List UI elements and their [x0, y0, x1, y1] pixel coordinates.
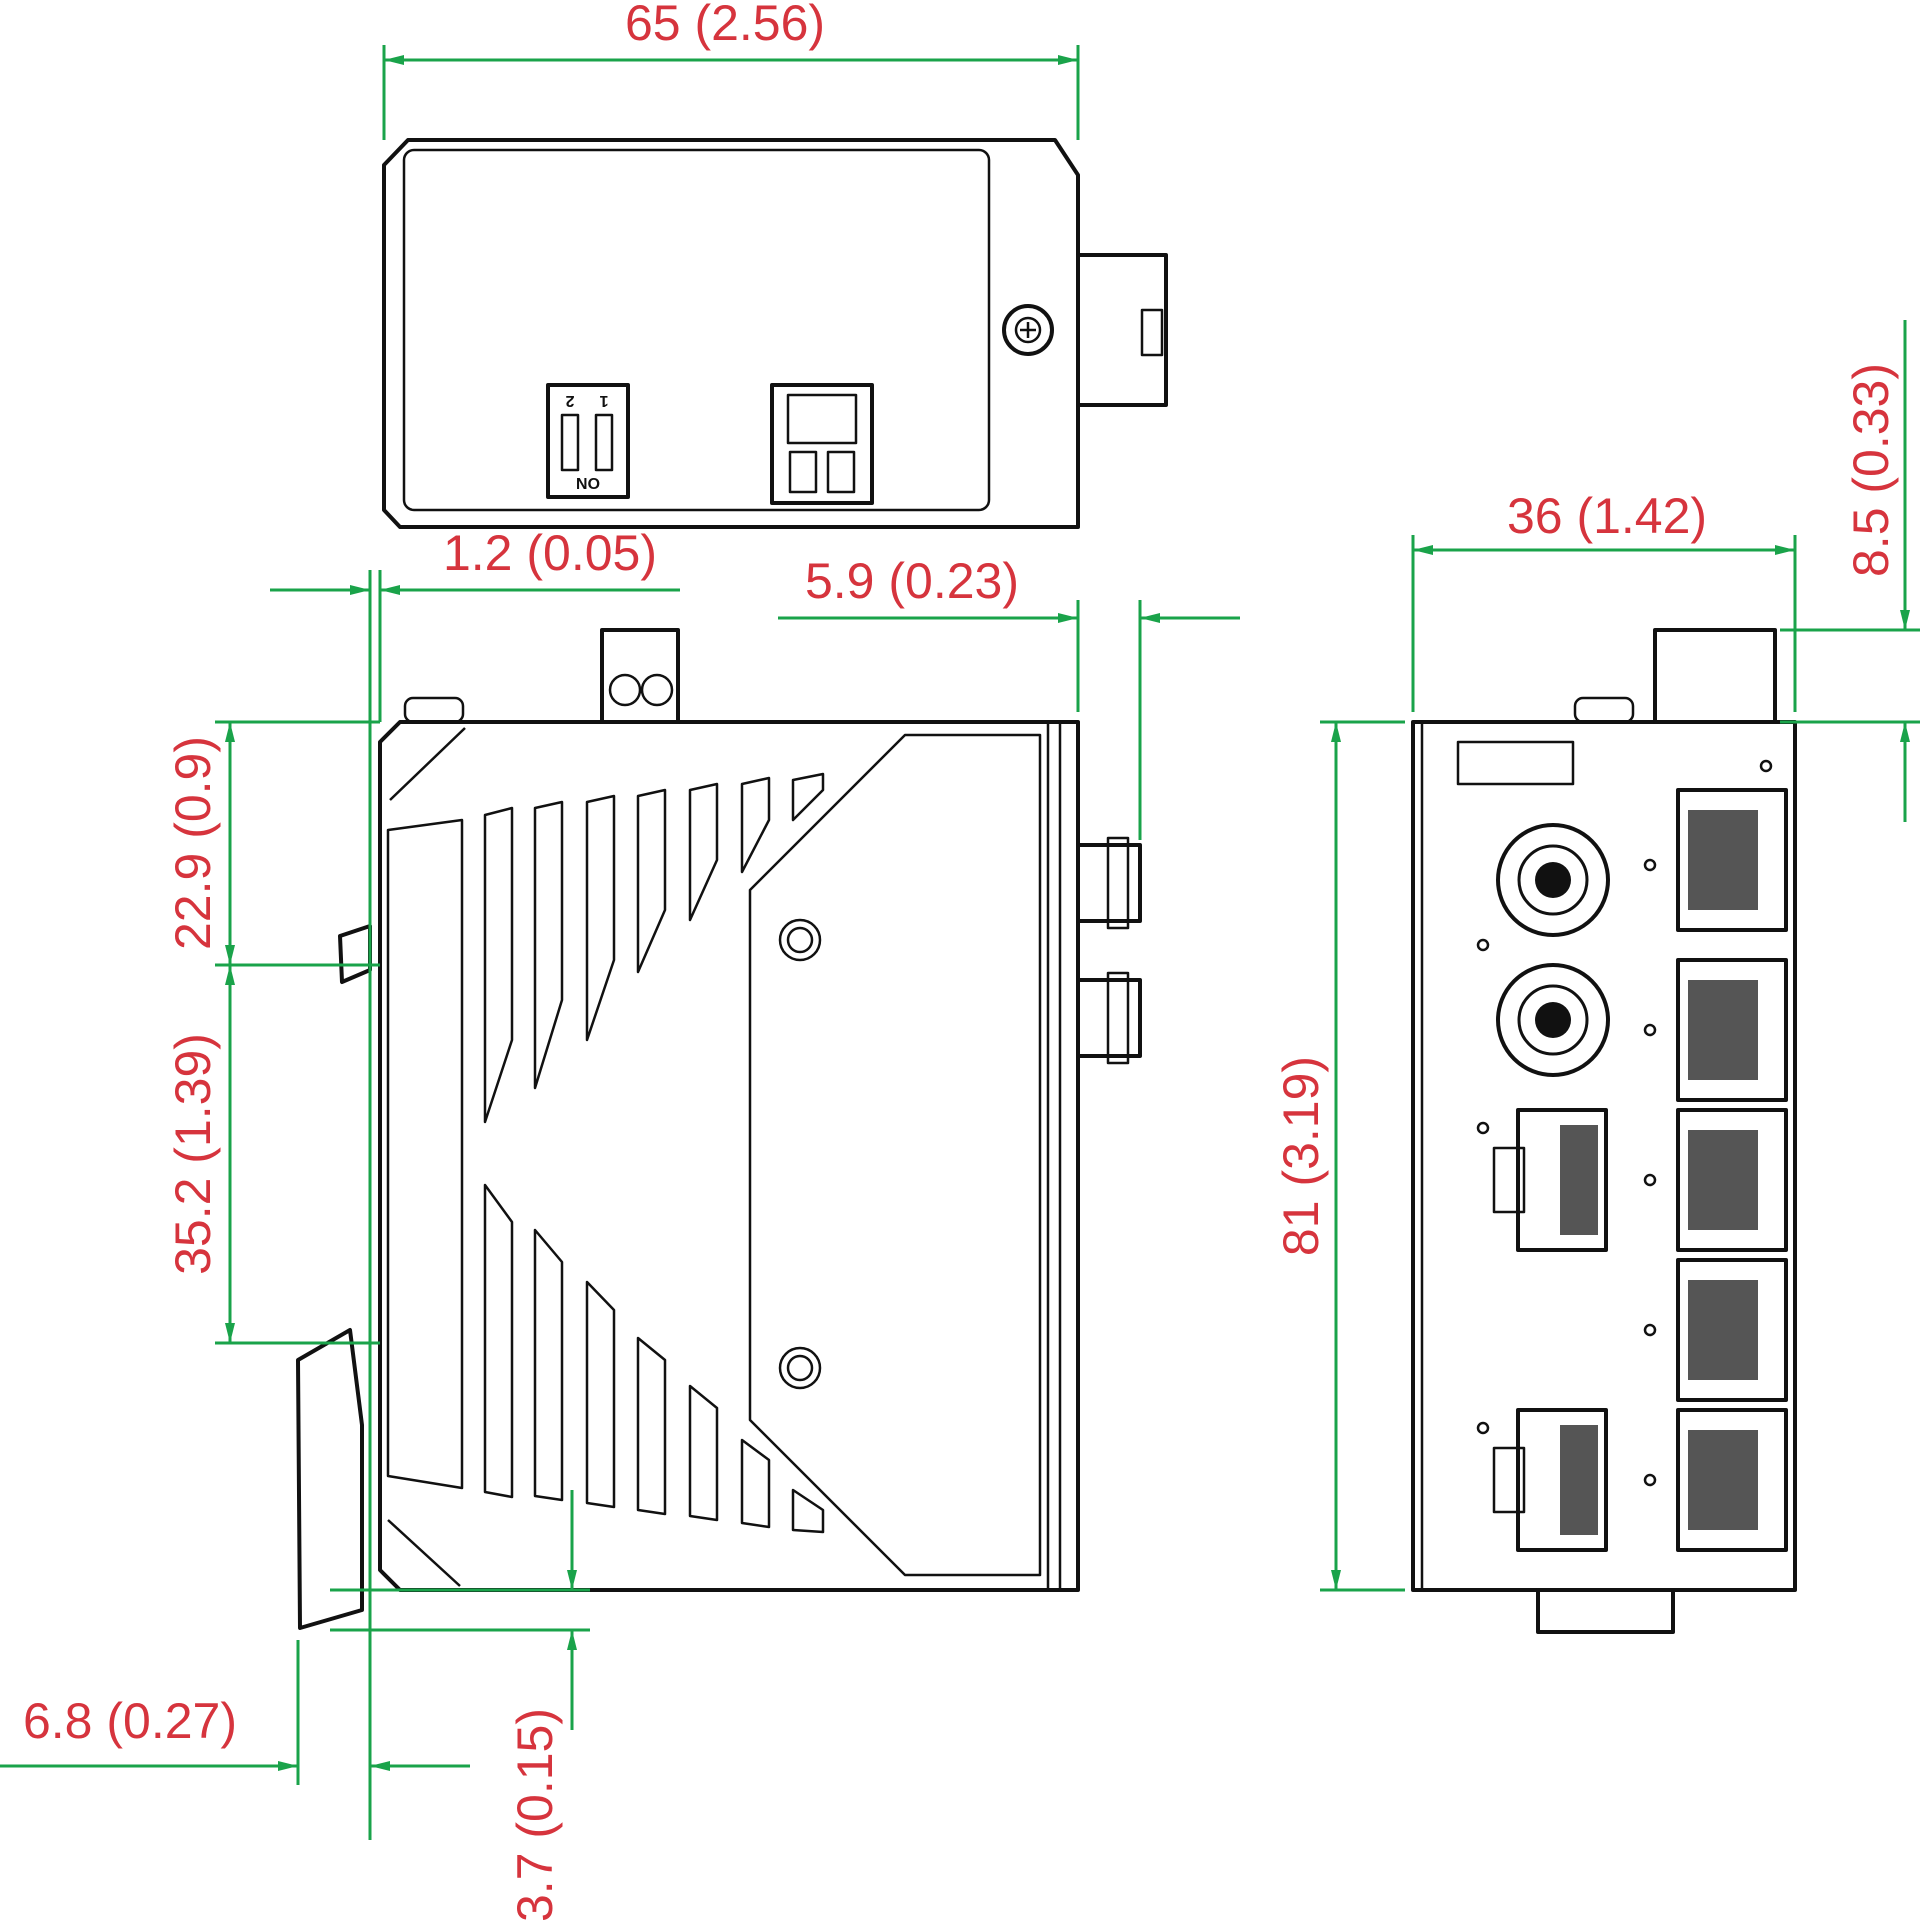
side-view-rivet-bottom-inner: [786, 1354, 814, 1382]
side-view-fiber-ports: [1076, 836, 1142, 1065]
dim-wall-offset: 1.2 (0.05): [443, 525, 657, 581]
side-view-rivet-top: [778, 918, 822, 962]
side-view-terminal-screw-1: [608, 673, 642, 707]
dim-terminal-height: 8.5 (0.33): [1843, 363, 1899, 577]
side-view-vents-lower: [483, 1183, 825, 1534]
front-view-rail-latch: [1536, 1588, 1675, 1634]
side-view-rail-hook: [338, 924, 372, 984]
side-view-front-plate: [748, 733, 1042, 1577]
dim-upper-mount: 22.9 (0.9): [165, 736, 221, 950]
front-view-label-area: [1456, 740, 1575, 786]
side-view-chamfer-bottom: [387, 1519, 461, 1587]
side-view-vents-upper: [483, 772, 825, 1124]
side-view-terminal-plug: [600, 628, 680, 724]
dip-switch-on-label: ON: [576, 474, 600, 491]
side-view-din-clip: [386, 818, 464, 1490]
dip-switch-number-1: 1: [599, 392, 608, 409]
rj45-port-icon: [1676, 1258, 1788, 1402]
top-view-connector-block: [1076, 253, 1168, 407]
rj45-port-icon: [1492, 1408, 1608, 1552]
screw-head-icon: [1014, 316, 1042, 344]
dim-front-height: 81 (3.19): [1273, 1056, 1329, 1256]
dim-port-depth: 5.9 (0.23): [805, 553, 1019, 609]
dim-clip-depth: 6.8 (0.27): [23, 1693, 237, 1749]
dimension-labels: 65 (2.56) 1.2 (0.05) 5.9 (0.23) 22.9 (0.…: [23, 0, 1899, 1920]
dip-switch-number-2: 2: [565, 392, 574, 409]
top-view-connector-latch: [1140, 308, 1164, 357]
side-view-chamfer-top: [389, 727, 466, 801]
dimension-lines: [0, 45, 1920, 1840]
front-view-top-clip: [1573, 696, 1635, 724]
top-view-housing: [382, 138, 1080, 529]
dim-width-top: 65 (2.56): [625, 0, 825, 51]
fiber-connector-icon: [1496, 963, 1610, 1077]
rj45-port-icon: [1676, 958, 1788, 1102]
side-view-rivet-top-inner: [786, 926, 814, 954]
power-terminal-block: [770, 383, 874, 505]
dim-bottom-offset: 3.7 (0.15): [507, 1708, 563, 1920]
side-view-rail-latch: [296, 1328, 364, 1630]
front-view-terminal: [1653, 628, 1777, 724]
top-view-panel: [402, 148, 991, 512]
side-view-rivet-bottom: [778, 1346, 822, 1390]
led-indicators: [1476, 759, 1773, 1487]
side-view-terminal-screw-2: [640, 673, 674, 707]
front-view: [1411, 628, 1797, 1634]
top-view: 2 1 ON: [382, 138, 1168, 529]
side-view-top-clip: [403, 696, 465, 724]
dim-rail-spacing: 35.2 (1.39): [165, 1033, 221, 1275]
rj45-port-icon: [1676, 1408, 1788, 1552]
rj45-port-icon: [1676, 1108, 1788, 1252]
dip-switch: 2 1 ON: [546, 383, 630, 499]
rj45-port-icon: [1676, 788, 1788, 932]
rj45-port-icon: [1492, 1108, 1608, 1252]
dim-front-width: 36 (1.42): [1507, 488, 1707, 544]
side-view: [296, 628, 1142, 1630]
fiber-connector-icon: [1496, 823, 1610, 937]
